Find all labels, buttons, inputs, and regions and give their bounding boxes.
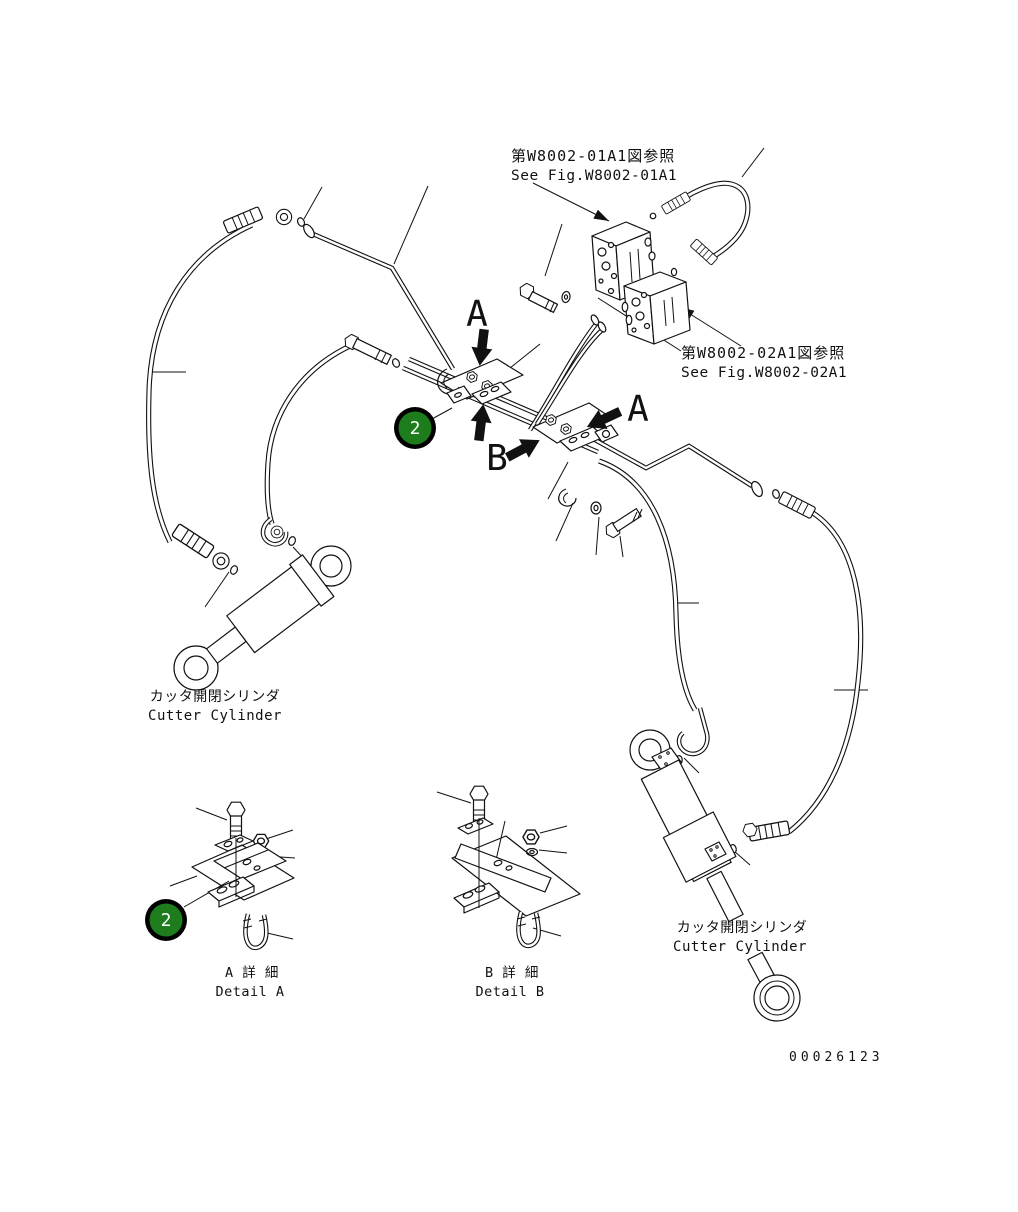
fittings-and-fasteners [170,191,817,855]
detail-b-label-jp: B 詳 細 [485,965,539,981]
pipe-clamp-b [532,402,619,515]
detail-a-label-jp: A 詳 細 [225,965,279,981]
view-letter-b: B [486,438,508,479]
right-cylinder-label-en: Cutter Cylinder [673,939,807,955]
see-fig2-en: See Fig.W8002-02A1 [681,365,847,381]
text-labels: 第W8002-01A1図参照 See Fig.W8002-01A1 第W8002… [148,147,884,1065]
callout-number: 2 [410,418,421,439]
manifold-block-lower [621,271,691,345]
leader-lines [148,147,868,908]
callout-badge-detail-a[interactable]: 2 [145,899,187,941]
doc-number: 00026123 [789,1050,884,1065]
see-fig2-jp: 第W8002-02A1図参照 [681,344,845,362]
callout-badge-main[interactable]: 2 [394,407,436,449]
detail-b-label-en: Detail B [475,984,544,1000]
right-cylinder-label-jp: カッタ開閉シリンダ [677,920,808,936]
leader-arrowhead-icon [593,209,612,226]
right-cutter-cylinder [629,729,801,1022]
see-fig1-jp: 第W8002-01A1図参照 [511,147,675,165]
arrow-right-icon [502,430,545,467]
view-letter-a-right: A [627,389,649,430]
left-cylinder-label-en: Cutter Cylinder [148,708,282,724]
see-fig1-en: See Fig.W8002-01A1 [511,168,677,184]
callout-number: 2 [161,910,172,931]
view-letter-a-top: A [466,294,488,335]
left-cutter-cylinder [173,545,352,691]
arrow-up-icon [468,402,494,442]
detail-a-view [169,801,296,951]
detail-b-view [436,785,581,949]
pipe-clamp-a [437,358,524,405]
detail-a-label-en: Detail A [215,984,284,1000]
hoses-and-tubes [146,180,864,835]
left-cylinder-label-jp: カッタ開閉シリンダ [150,689,281,705]
view-markers: A A B [466,294,649,479]
